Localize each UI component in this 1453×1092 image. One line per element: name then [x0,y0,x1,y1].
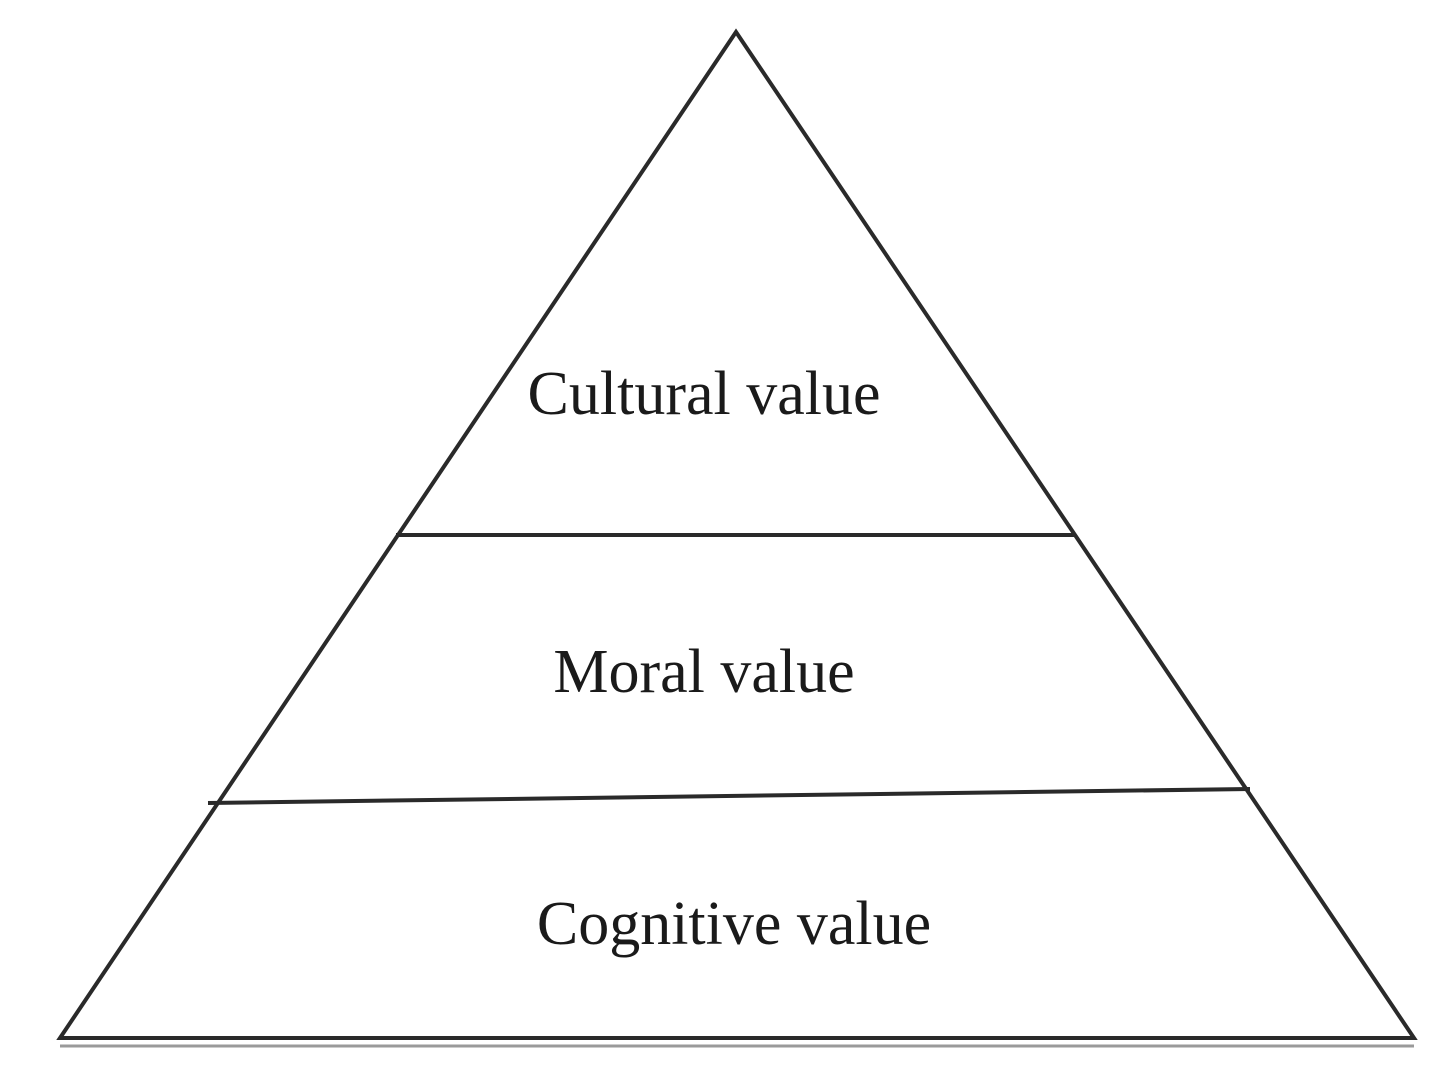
divider-bottom [207,787,1251,805]
tier-label-middle: Moral value [553,638,854,706]
tier-label-top: Cultural value [528,360,881,428]
tier-label-bottom: Cognitive value [537,890,931,958]
